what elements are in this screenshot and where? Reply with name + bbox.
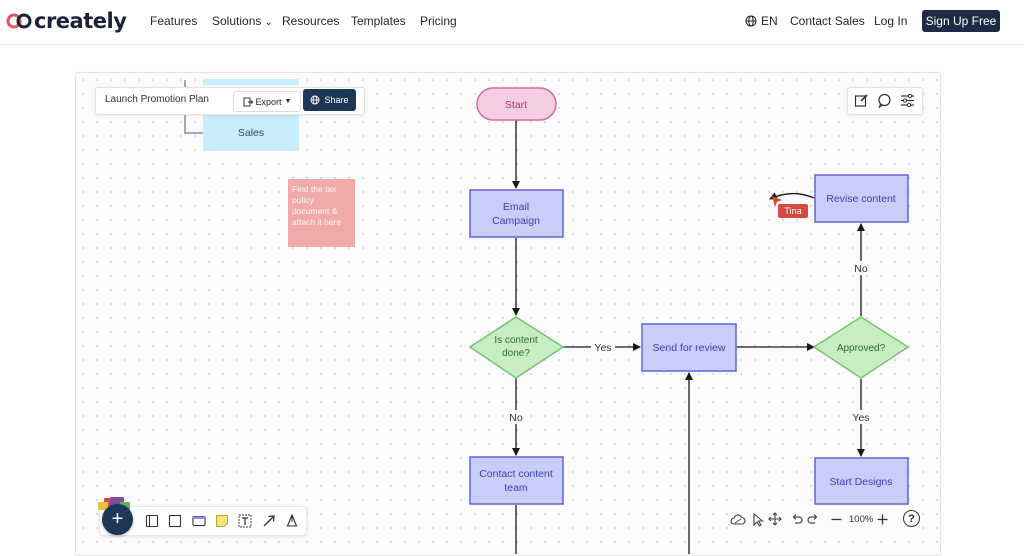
right-toolbar — [847, 87, 923, 115]
yes-label-bg — [591, 340, 615, 354]
email-campaign-node[interactable] — [469, 189, 564, 238]
login-link[interactable]: Log In — [874, 14, 908, 28]
nav-link-solutions-label: Solutions — [212, 14, 262, 28]
plus-icon: + — [111, 508, 124, 530]
start-designs-label: Start Designs — [829, 476, 892, 488]
no-label-2-bg — [850, 261, 872, 275]
contact-content-team-node[interactable] — [469, 456, 564, 505]
send-for-review-label: Send for review — [653, 342, 726, 354]
is-content-done-label-1: Is content — [494, 335, 538, 346]
zoom-level[interactable]: 100% — [849, 514, 874, 525]
zoom-in-icon[interactable] — [876, 513, 889, 526]
export-label: Export — [255, 96, 282, 107]
start-label: Start — [505, 99, 527, 111]
pan-move-icon[interactable] — [768, 512, 782, 526]
chevron-down-icon: ⌄ — [264, 17, 273, 28]
creately-logo[interactable]: creately — [6, 8, 127, 34]
comment-icon[interactable] — [877, 93, 892, 108]
approved-label: Approved? — [837, 343, 886, 354]
nav-link-resources[interactable]: Resources — [282, 14, 340, 28]
contact-sales-link[interactable]: Contact Sales — [790, 14, 865, 28]
language-label: EN — [761, 14, 778, 28]
yes-label-2-bg — [849, 410, 873, 424]
rectangle-icon[interactable] — [168, 514, 182, 528]
send-for-review-node[interactable] — [641, 323, 737, 372]
top-navigation: creately Features Solutions⌄ Resources T… — [0, 0, 1024, 45]
no-label-bg — [505, 410, 527, 424]
collaborator-name: Tina — [784, 206, 801, 216]
share-label: Share — [324, 95, 349, 105]
share-button[interactable]: Share — [303, 89, 356, 111]
export-button[interactable]: Export ▼ — [233, 91, 301, 112]
cloud-sync-icon — [730, 514, 746, 525]
undo-icon[interactable] — [790, 513, 803, 526]
email-campaign-label-2: Campaign — [492, 215, 540, 227]
diagram-canvas[interactable] — [75, 72, 941, 556]
help-icon[interactable]: ? — [903, 510, 920, 527]
sales-box[interactable] — [203, 114, 299, 151]
creately-logo-icon — [6, 13, 32, 29]
pen-icon[interactable] — [285, 514, 299, 528]
text-icon[interactable] — [238, 514, 252, 528]
document-toolbar: Launch Promotion Plan Export ▼ Share — [95, 87, 365, 115]
select-pointer-icon[interactable] — [752, 513, 764, 527]
sticky-note[interactable] — [288, 179, 355, 247]
redo-icon[interactable] — [807, 513, 820, 526]
contact-content-team-label-1: Contact content — [479, 468, 553, 480]
globe-icon — [745, 15, 757, 27]
document-title[interactable]: Launch Promotion Plan — [105, 94, 209, 105]
is-content-done-node[interactable] — [468, 316, 565, 379]
settings-sliders-icon[interactable] — [900, 93, 915, 108]
email-campaign-label-1: Email — [503, 201, 529, 213]
signup-button[interactable]: Sign Up Free — [922, 10, 1000, 32]
library-icon[interactable] — [145, 514, 159, 528]
connector-arrow-icon[interactable] — [262, 514, 276, 528]
yes-label-2: Yes — [852, 412, 869, 424]
no-label-2: No — [854, 263, 868, 275]
no-label-1: No — [509, 412, 523, 424]
caret-down-icon: ▼ — [284, 98, 292, 105]
cursor-icon — [772, 196, 782, 207]
approved-node[interactable] — [812, 316, 910, 379]
add-button[interactable]: + — [102, 504, 133, 535]
nav-link-solutions[interactable]: Solutions⌄ — [212, 14, 273, 28]
edit-icon[interactable] — [854, 93, 869, 108]
sticky-note-icon[interactable] — [215, 514, 229, 528]
sales-label: Sales — [238, 127, 264, 139]
zoom-out-icon[interactable] — [830, 513, 843, 526]
help-label: ? — [908, 512, 915, 525]
globe-icon — [311, 95, 320, 105]
sales-box-top[interactable] — [203, 79, 299, 85]
sticky-note-text: Find the tax policy document & attach it… — [292, 184, 342, 227]
contact-content-team-label-2: team — [504, 482, 528, 494]
start-node[interactable] — [476, 87, 557, 121]
nav-link-features[interactable]: Features — [150, 14, 198, 28]
collaborator-tag — [778, 204, 808, 218]
is-content-done-label-2: done? — [502, 348, 530, 359]
logo-text: creately — [34, 9, 127, 33]
yes-label-1: Yes — [594, 342, 611, 354]
revise-content-label: Revise content — [826, 193, 896, 205]
start-designs-node[interactable] — [814, 457, 909, 505]
frame-icon[interactable] — [192, 514, 206, 528]
shape-toolbar — [99, 506, 307, 536]
view-controls: 100% ? — [728, 509, 922, 531]
language-selector[interactable]: EN — [745, 14, 778, 28]
export-icon — [243, 97, 253, 106]
nav-link-templates[interactable]: Templates — [351, 14, 406, 28]
revise-content-node[interactable] — [814, 174, 909, 223]
nav-link-pricing[interactable]: Pricing — [420, 14, 457, 28]
